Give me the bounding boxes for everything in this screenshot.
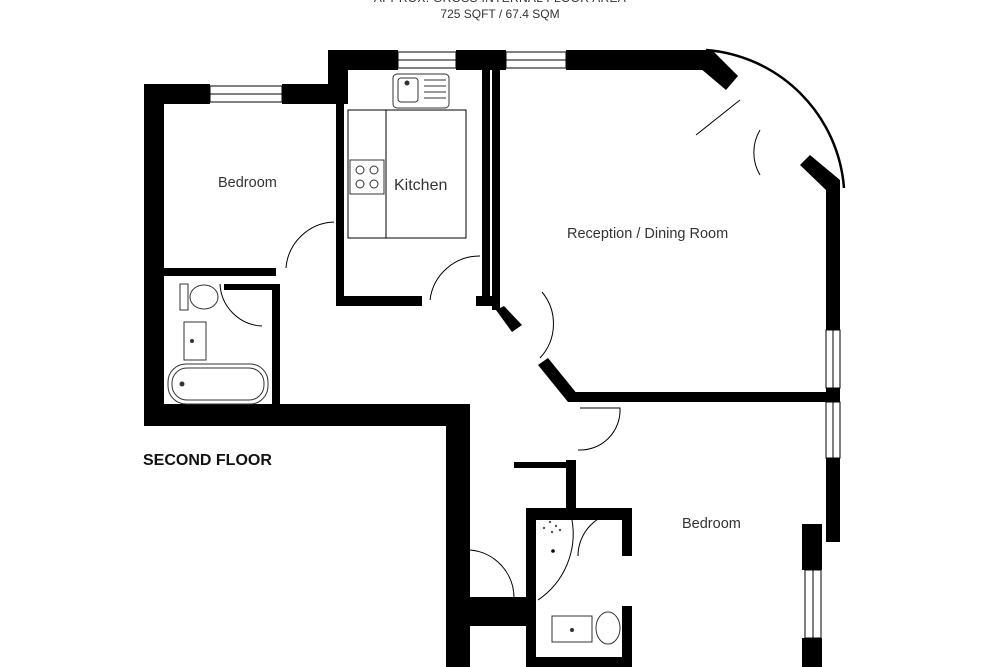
room-label-reception: Reception / Dining Room (567, 226, 729, 242)
room-label-bedroom-1: Bedroom (218, 175, 277, 191)
area-title: APPROX. GROSS INTERNAL FLOOR AREA (0, 0, 1000, 5)
toilet-icon (179, 283, 621, 645)
floor-label: SECOND FLOOR (143, 452, 272, 469)
bath-icon (167, 363, 269, 405)
area-value: 725 SQFT / 67.4 SQM (440, 7, 560, 21)
sink-icon (392, 73, 450, 109)
walls (144, 50, 840, 667)
room-label-bedroom-2: Bedroom (682, 516, 741, 532)
windows-and-doors (209, 48, 846, 639)
shower-icon (542, 520, 562, 553)
basin-icon (183, 321, 593, 643)
hob-icon (349, 159, 385, 195)
room-label-kitchen: Kitchen (394, 177, 448, 194)
